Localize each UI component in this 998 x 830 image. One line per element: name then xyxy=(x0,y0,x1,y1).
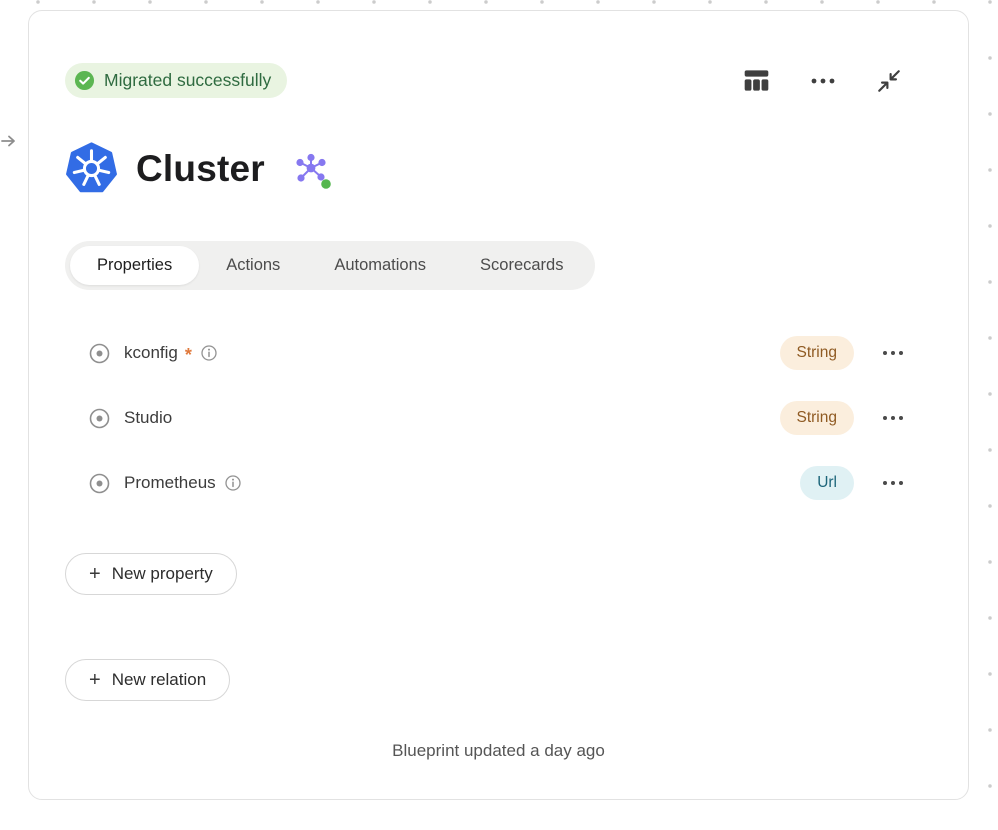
property-more-button[interactable] xyxy=(880,413,906,423)
property-more-button[interactable] xyxy=(880,348,906,358)
property-type-icon xyxy=(89,343,110,363)
status-label: Migrated successfully xyxy=(104,70,272,90)
new-relation-button[interactable]: + New relation xyxy=(65,659,231,701)
collapse-icon xyxy=(878,69,900,92)
new-relation-row: + New relation xyxy=(65,595,932,701)
new-property-label: New property xyxy=(111,564,213,583)
new-relation-label: New relation xyxy=(111,670,207,689)
plus-icon: + xyxy=(89,563,101,585)
relation-connector-arrow-icon xyxy=(1,135,15,147)
more-options-icon xyxy=(811,78,835,83)
property-row-studio[interactable]: Studio String xyxy=(65,397,932,439)
new-property-button[interactable]: + New property xyxy=(65,553,237,595)
toolbar xyxy=(741,66,932,96)
property-type-icon xyxy=(89,408,110,428)
property-name: Prometheus xyxy=(124,473,216,492)
more-options-icon xyxy=(883,481,903,485)
type-badge: Url xyxy=(800,466,854,500)
table-view-icon xyxy=(744,70,769,91)
blueprint-card: Migrated successfully xyxy=(28,10,969,800)
status-badge: Migrated successfully xyxy=(65,63,288,98)
property-type-icon xyxy=(89,473,110,493)
collapse-button[interactable] xyxy=(874,66,904,96)
property-name: kconfig xyxy=(124,343,178,362)
property-more-button[interactable] xyxy=(880,478,906,488)
type-badge: String xyxy=(779,401,854,435)
tab-bar: Properties Actions Automations Scorecard… xyxy=(65,241,596,290)
tab-properties[interactable]: Properties xyxy=(70,246,200,285)
more-options-icon xyxy=(883,416,903,420)
more-options-icon xyxy=(883,351,903,355)
plus-icon: + xyxy=(89,669,101,691)
property-name: Studio xyxy=(124,408,173,427)
check-circle-icon xyxy=(74,70,95,91)
property-row-prometheus[interactable]: Prometheus Url xyxy=(65,462,932,504)
tab-actions[interactable]: Actions xyxy=(199,246,307,285)
title-row: Cluster xyxy=(65,142,932,195)
tab-scorecards[interactable]: Scorecards xyxy=(453,246,590,285)
table-view-button[interactable] xyxy=(741,66,772,95)
property-row-kconfig[interactable]: kconfig * String xyxy=(65,332,932,374)
new-property-row: + New property xyxy=(65,527,932,595)
info-icon xyxy=(225,475,241,491)
card-header: Migrated successfully xyxy=(65,63,932,98)
tab-automations[interactable]: Automations xyxy=(307,246,453,285)
type-badge: String xyxy=(779,336,854,370)
blueprint-updated-text: Blueprint updated a day ago xyxy=(392,741,605,760)
required-asterisk: * xyxy=(184,344,192,365)
cluster-graph-icon xyxy=(296,153,331,189)
properties-list: kconfig * String Studio String xyxy=(65,332,932,504)
more-options-button[interactable] xyxy=(808,75,838,87)
page-title: Cluster xyxy=(136,147,265,189)
info-icon xyxy=(201,345,217,361)
kubernetes-icon xyxy=(66,142,117,193)
